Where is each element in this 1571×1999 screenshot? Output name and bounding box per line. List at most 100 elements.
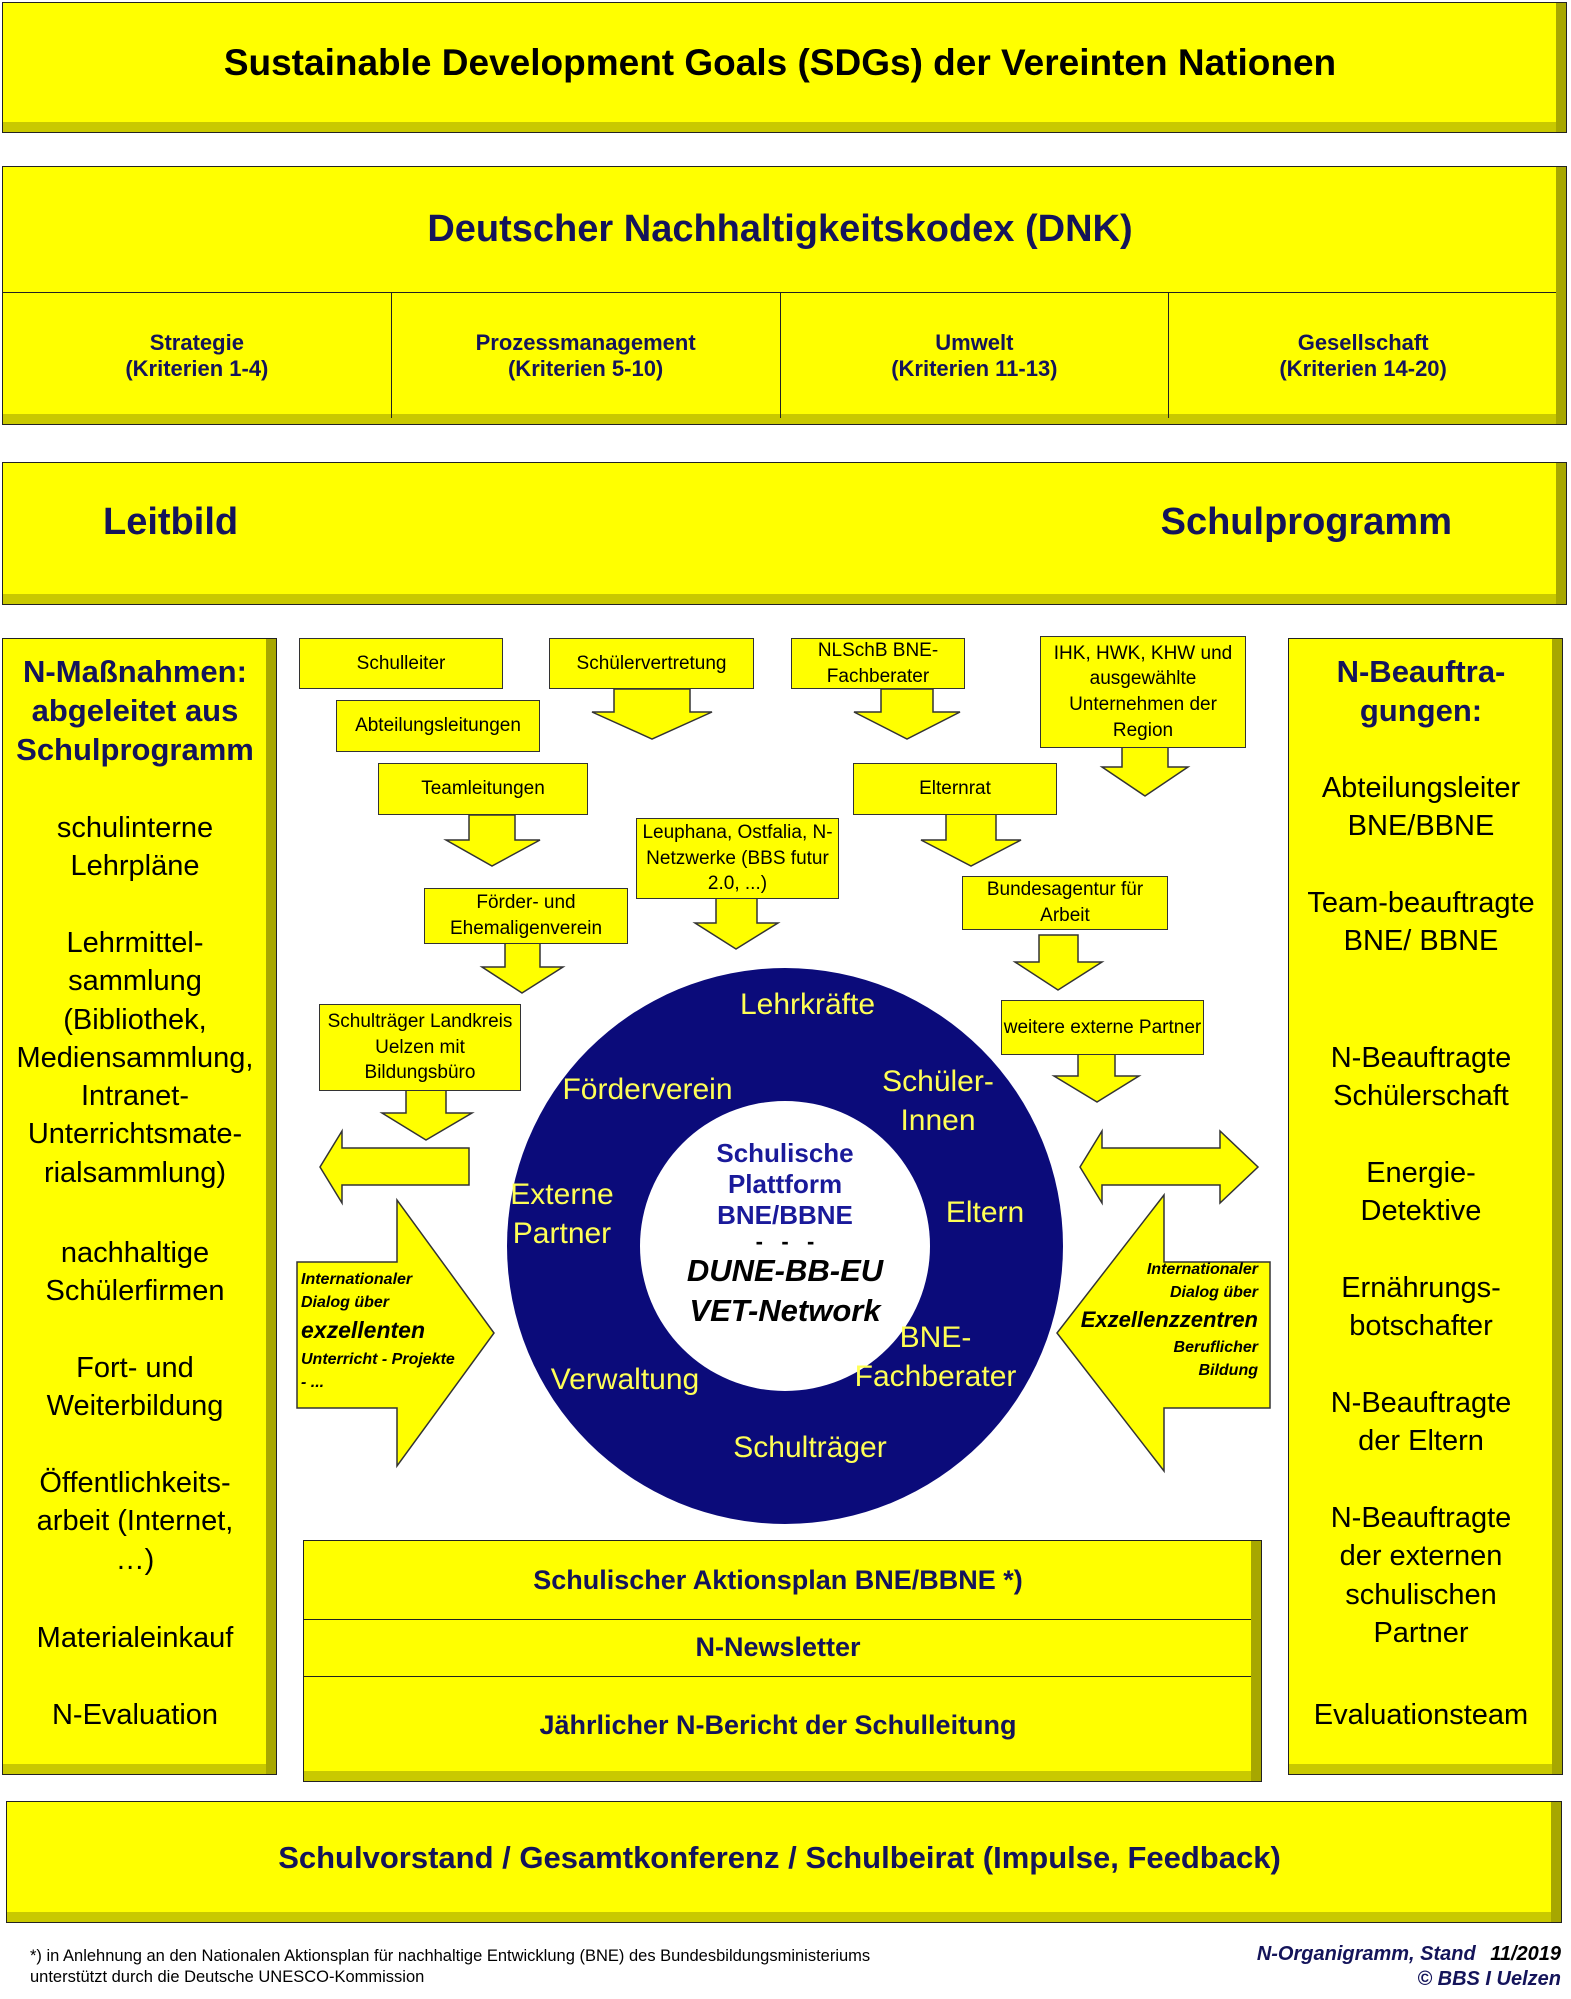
right-item: N-Beauftragte der Eltern [1330, 1387, 1512, 1458]
left-item: Lehrmittel-sammlung (Bibliothek, Mediens… [16, 927, 254, 1189]
box-nlschb: NLSchB BNE-Fachberater [791, 638, 965, 689]
footnote-line1: *) in Anlehnung an den Nationalen Aktion… [30, 1947, 871, 1965]
right-panel: N-Beauftra-gungen: Abteilungsleiter BNE/… [1288, 638, 1563, 1775]
right-arrow-bold: Exzellenzzentren [1080, 1307, 1258, 1333]
down-arrow [692, 897, 781, 950]
left-item: Öffentlichkeits-arbeit (Internet, …) [36, 1467, 234, 1576]
right-arrow-line1: Internationaler Dialog über [1146, 1261, 1258, 1302]
left-panel: N-Maßnahmen: abgeleitet aus Schulprogram… [2, 638, 277, 1775]
credit-label: N-Organigramm, Stand [1256, 1943, 1476, 1965]
right-arrow-line2: Beruflicher Bildung [1173, 1339, 1258, 1380]
left-arrow-text: Internationaler Dialog über exzellenten … [301, 1268, 461, 1394]
sdgs-bar: Sustainable Development Goals (SDGs) der… [2, 2, 1567, 133]
dnk-col-criteria: (Kriterien 5-10) [507, 355, 664, 381]
credit-date: 11/2019 [1490, 1943, 1561, 1965]
box-elternrat: Elternrat [853, 763, 1057, 815]
dnk-col-name: Gesellschaft [1297, 329, 1429, 355]
dnk-title-text: Deutscher Nachhaltigkeitskodex (DNK) [427, 208, 1133, 250]
down-arrow [443, 814, 541, 867]
box-schultraeger: Schulträger Landkreis Uelzen mit Bildung… [319, 1004, 521, 1091]
credit: N-Organigramm, Stand 11/2019 © BBS I Uel… [1257, 1942, 1561, 1992]
dnk-col-criteria: (Kriterien 14-20) [1279, 355, 1447, 381]
aktionsplan-row3: Jährlicher N-Bericht der Schulleitung [539, 1709, 1017, 1740]
right-item: Ernährungs-botschafter [1341, 1272, 1501, 1343]
double-arrow [1079, 1128, 1260, 1206]
box-schulleiter: Schulleiter [299, 638, 503, 689]
sdgs-title: Sustainable Development Goals (SDGs) der… [223, 42, 1337, 83]
right-item: Team-beauftragte BNE/ BBNE [1307, 887, 1535, 958]
ring-label-lehrkraefte: Lehrkräfte [739, 988, 876, 1021]
aktionsplan-row2: N-Newsletter [304, 1619, 1252, 1677]
schulvorstand-text: Schulvorstand / Gesamtkonferenz / Schulb… [278, 1839, 1281, 1875]
ring-label-schultraeger: Schulträger [733, 1431, 887, 1464]
down-arrow [853, 688, 961, 740]
box-weitere-partner: weitere externe Partner [1001, 1000, 1204, 1055]
box-bundesagentur: Bundesagentur für Arbeit [962, 876, 1168, 930]
dnk-columns: Strategie (Kriterien 1-4) Prozessmanagem… [3, 292, 1557, 418]
credit-copyright: © BBS I Uelzen [1417, 1968, 1561, 1990]
box-teamleitungen: Teamleitungen [378, 763, 588, 815]
ring-label-verwaltung: Verwaltung [550, 1363, 700, 1396]
dnk-col-name: Prozessmanagement [475, 329, 696, 355]
right-panel-title: N-Beauftra-gungen: [1336, 654, 1506, 728]
leitbild-bar: Leitbild Schulprogramm [2, 462, 1567, 605]
left-arrow-line2: Unterricht - Projekte - ... [301, 1350, 455, 1391]
down-arrow [591, 688, 713, 740]
box-schuelervertretung: Schülervertretung [549, 638, 754, 689]
left-panel-title: N-Maßnahmen: abgeleitet aus Schulprogram… [16, 654, 254, 767]
aktionsplan-row1: Schulischer Aktionsplan BNE/BBNE *) [304, 1541, 1252, 1620]
dnk-col-gesellschaft: Gesellschaft (Kriterien 14-20) [1169, 293, 1557, 418]
box-foerderverein: Förder- und Ehemaligenverein [424, 888, 628, 944]
left-arrow [319, 1128, 470, 1206]
dnk-col-name: Umwelt [935, 329, 1014, 355]
right-arrow-text: Internationaler Dialog über Exzellenzzen… [1062, 1258, 1258, 1383]
ring-label-eltern: Eltern [945, 1196, 1025, 1229]
box-abteilungsleitungen: Abteilungsleitungen [336, 700, 540, 752]
leitbild-label: Leitbild [103, 501, 239, 543]
dnk-col-criteria: (Kriterien 1-4) [125, 355, 269, 381]
credit-line1: N-Organigramm, Stand 11/2019 [1257, 1942, 1561, 1967]
left-item: N-Evaluation [51, 1699, 219, 1731]
right-item: N-Beauftragte der externen schulischen P… [1330, 1502, 1512, 1649]
dnk-block: Deutscher Nachhaltigkeitskodex (DNK) Str… [2, 166, 1567, 425]
ring-label-schueler: Schüler-Innen [882, 1065, 994, 1137]
platform-center [640, 1101, 930, 1391]
dnk-col-umwelt: Umwelt (Kriterien 11-13) [781, 293, 1170, 418]
footnote: *) in Anlehnung an den Nationalen Aktion… [30, 1946, 870, 1987]
down-arrow [1012, 934, 1105, 991]
dnk-col-strategie: Strategie (Kriterien 1-4) [3, 293, 392, 418]
left-arrow-bold: exzellenten [301, 1317, 425, 1344]
platform-dash: - - - [755, 1228, 815, 1254]
right-item: N-Beauftragte Schülerschaft [1330, 1042, 1512, 1113]
down-arrow [1099, 746, 1191, 797]
left-arrow-line1: Internationaler Dialog über [301, 1271, 413, 1312]
dnk-col-criteria: (Kriterien 11-13) [891, 355, 1058, 381]
box-ihk: IHK, HWK, KHW und ausgewählte Unternehme… [1040, 636, 1246, 748]
platform-sub2: VET-Network [689, 1292, 881, 1328]
dnk-title: Deutscher Nachhaltigkeitskodex (DNK) [3, 167, 1557, 292]
left-item: Fort- und Weiterbildung [46, 1352, 224, 1423]
platform-title: Schulische Plattform BNE/BBNE [716, 1138, 854, 1231]
ring-label-foerderverein: Förderverein [562, 1073, 733, 1106]
left-item: Materialeinkauf [36, 1622, 234, 1654]
ring-label-externe-partner: Externe Partner [510, 1178, 614, 1250]
aktionsplan-block: Schulischer Aktionsplan BNE/BBNE *) N-Ne… [303, 1540, 1262, 1782]
platform-sub1: DUNE-BB-EU [686, 1253, 884, 1289]
box-leuphana: Leuphana, Ostfalia, N-Netzwerke (BBS fut… [636, 818, 839, 899]
right-item: Energie-Detektive [1360, 1157, 1482, 1228]
down-arrow [920, 812, 1022, 867]
schulvorstand-bar: Schulvorstand / Gesamtkonferenz / Schulb… [6, 1801, 1562, 1923]
dnk-col-name: Strategie [149, 329, 244, 355]
platform-center-text: Schulische Plattform BNE/BBNE - - - DUNE… [660, 1138, 910, 1329]
schulprogramm-label: Schulprogramm [1160, 501, 1452, 543]
ring-label-bne-fachberater: BNE-Fachberater [854, 1321, 1017, 1393]
down-arrow [479, 942, 566, 994]
big-right-arrow [296, 1197, 495, 1469]
footnote-line2: unterstützt durch die Deutsche UNESCO-Ko… [30, 1967, 425, 1986]
down-arrow [1051, 1053, 1142, 1103]
down-arrow [379, 1089, 475, 1141]
right-item: Evaluationsteam [1313, 1699, 1529, 1731]
dnk-col-prozess: Prozessmanagement (Kriterien 5-10) [392, 293, 781, 418]
left-item: nachhaltige Schülerfirmen [45, 1237, 225, 1308]
